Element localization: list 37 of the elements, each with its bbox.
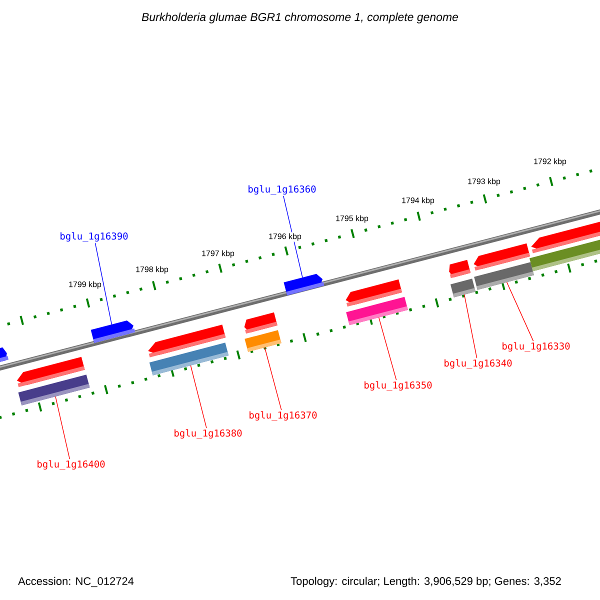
scale-label: 1793 kbp [466, 177, 502, 187]
leader-line [190, 365, 207, 428]
footer-text: Accession: NC_012724 [18, 576, 134, 588]
scale-label: 1794 kbp [400, 196, 436, 206]
gene-bar [244, 330, 282, 352]
gene-glyph [284, 274, 324, 296]
title: Burkholderia glumae BGR1 chromosome 1, complete genome [142, 12, 458, 24]
gene-glyph [244, 312, 278, 334]
leader-line [264, 347, 282, 410]
gene-bar [149, 342, 229, 376]
scale-label: 1799 kbp [68, 280, 102, 290]
scale-label: 1797 kbp [200, 249, 236, 259]
gene-bar [18, 374, 90, 406]
leader-line [464, 294, 478, 358]
scale-label: 1792 kbp [532, 157, 568, 167]
gene-label: bglu_1g16360 [248, 185, 316, 195]
leader-line [55, 396, 70, 460]
leader-line [378, 317, 397, 380]
leader-line [506, 282, 534, 342]
scale-label: 1798 kbp [134, 265, 170, 275]
leader-line [94, 242, 112, 325]
gene-label: bglu_1g16350 [364, 381, 432, 391]
gene-glyph [90, 320, 136, 343]
gene-label: bglu_1g16330 [502, 342, 570, 352]
gene-bar [450, 278, 476, 298]
footer-text: Topology: circular; Length: 3,906,529 bp; Genes: 3,352 [290, 576, 561, 588]
leader-line [283, 196, 303, 278]
scale-label: 1795 kbp [334, 214, 370, 224]
gene-bar [474, 262, 534, 290]
gene-label: bglu_1g16400 [38, 460, 105, 470]
gene-bar [346, 296, 408, 326]
scale-label: 1796 kbp [268, 232, 302, 242]
gene-label: bglu_1g16380 [174, 429, 242, 439]
gene-label: bglu_1g16370 [250, 411, 317, 421]
gene-label: bglu_1g16390 [60, 232, 128, 242]
gene-label: bglu_1g16340 [444, 359, 512, 369]
gene-glyph [449, 260, 471, 278]
